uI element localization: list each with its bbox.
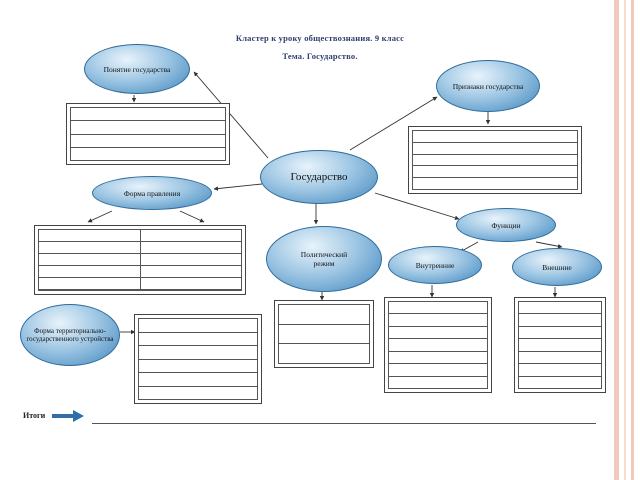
summary-label: Итоги [23, 411, 46, 420]
arrow-form-right [179, 210, 205, 223]
node-functions-label: Функции [491, 220, 521, 230]
node-external-label: Внешние [542, 262, 572, 272]
decor-stripe [624, 0, 626, 480]
arrow-functions-external [535, 241, 563, 249]
node-internal: Внутренние [388, 246, 482, 284]
worksheet-topic: Тема. Государство. [282, 51, 358, 61]
node-center-label: Государство [290, 170, 348, 183]
node-political-regime: Политический режим [266, 226, 382, 292]
arrow-to-functions [374, 192, 460, 220]
answer-box-form-government[interactable] [34, 225, 246, 295]
answer-box-concept[interactable] [66, 103, 230, 165]
summary-arrow-icon [52, 410, 84, 422]
node-center: Государство [260, 150, 378, 204]
node-functions: Функции [456, 208, 556, 242]
decor-stripe [614, 0, 619, 480]
answer-box-signs[interactable] [408, 126, 582, 194]
answer-box-territorial[interactable] [134, 314, 262, 404]
node-form-government: Форма правления [92, 176, 212, 210]
answer-box-regime[interactable] [274, 300, 374, 368]
answer-box-external[interactable] [514, 297, 606, 393]
node-political-regime-label: Политический режим [300, 250, 348, 268]
arrow-to-form-government [213, 183, 263, 191]
worksheet-title: Кластер к уроку обществознания. 9 класс [235, 33, 405, 43]
arrow-to-signs [349, 96, 438, 151]
node-signs-label: Признаки государства [452, 81, 524, 91]
node-signs: Признаки государства [436, 60, 540, 112]
answer-box-internal[interactable] [384, 297, 492, 393]
arrow-form-left [87, 210, 113, 223]
summary-line[interactable] [92, 423, 596, 424]
node-territorial: Форма территориально-государственного ус… [20, 304, 120, 366]
decor-stripe [631, 0, 634, 480]
node-territorial-label: Форма территориально-государственного ус… [26, 326, 114, 344]
node-internal-label: Внутренние [415, 260, 455, 270]
node-concept-label: Понятие государства [103, 64, 171, 74]
node-concept: Понятие государства [84, 44, 190, 94]
arrow-to-concept [193, 71, 269, 159]
node-form-government-label: Форма правления [123, 188, 181, 198]
node-external: Внешние [512, 248, 602, 286]
